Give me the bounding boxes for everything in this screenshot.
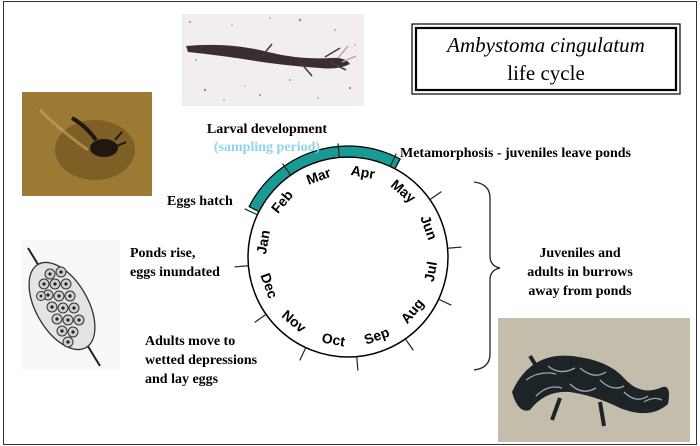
ponds-rise-label-line1: Ponds rise,	[130, 246, 195, 261]
eggs-hatch-label: Eggs hatch	[167, 194, 233, 209]
pond-larva-photo	[22, 92, 152, 196]
juveniles-label-line3: away from ponds	[528, 284, 632, 299]
adults-move-label-line3: and lay eggs	[145, 372, 219, 387]
larval-development-label: Larval development	[207, 122, 327, 137]
adult-salamander-photo	[498, 318, 690, 442]
title-box: Ambystoma cingulatum life cycle	[412, 24, 680, 94]
ponds-rise-label-line2: eggs inundated	[130, 265, 220, 280]
top-larva-photo	[182, 14, 364, 106]
egg-mass-drawing	[15, 240, 120, 370]
juveniles-label-line1: Juveniles and	[539, 246, 621, 261]
adults-move-label-line2: wetted depressions	[145, 353, 258, 368]
metamorphosis-label: Metamorphosis - juveniles leave ponds	[400, 146, 632, 161]
sampling-period-label: (sampling period)	[214, 140, 321, 155]
title-life-cycle: life cycle	[507, 61, 585, 85]
juveniles-label-line2: adults in burrows	[527, 265, 633, 280]
adults-move-label-line1: Adults move to	[145, 334, 235, 349]
title-species: Ambystoma cingulatum	[445, 33, 645, 57]
